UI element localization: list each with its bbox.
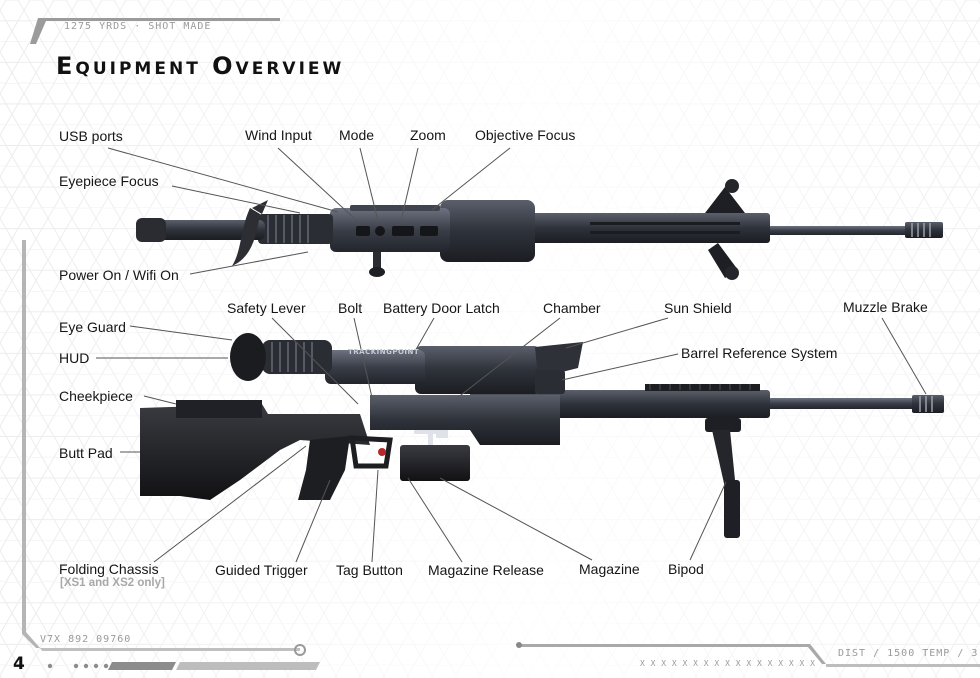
label-sun-shield: Sun Shield (664, 300, 732, 316)
header-tag: 1275 YRDS · SHOT MADE (64, 21, 212, 32)
label-eyepiece-focus: Eyepiece Focus (59, 173, 159, 189)
scope-rifle-drawing (136, 179, 943, 280)
scope-brand: TRACKINGPOINT (348, 348, 420, 356)
footer-serial: V7X 892 09760 (40, 634, 132, 645)
page-title: Equipment Overview (56, 52, 345, 80)
full-rifle-drawing (140, 333, 944, 538)
page-number: 4 (13, 654, 25, 674)
label-hud: HUD (59, 350, 90, 366)
label-battery-door-latch: Battery Door Latch (383, 300, 500, 316)
label-bolt: Bolt (338, 300, 363, 316)
leader-lines (96, 147, 927, 563)
label-magazine-release: Magazine Release (428, 562, 544, 578)
label-cheekpiece: Cheekpiece (59, 388, 133, 404)
label-bipod: Bipod (668, 561, 704, 577)
label-muzzle-brake: Muzzle Brake (843, 299, 928, 315)
label-folding-chassis-note: [XS1 and XS2 only] (60, 577, 165, 589)
label-guided-trigger: Guided Trigger (215, 562, 308, 578)
label-folding-chassis: Folding Chassis (59, 561, 159, 577)
label-tag-button: Tag Button (336, 562, 403, 578)
label-mode: Mode (339, 127, 375, 143)
label-safety-lever: Safety Lever (227, 300, 306, 316)
label-wind-input: Wind Input (245, 127, 312, 143)
label-eye-guard: Eye Guard (59, 319, 126, 335)
label-butt-pad: Butt Pad (59, 445, 113, 461)
label-power-on: Power On / Wifi On (59, 267, 179, 283)
label-barrel-reference-system: Barrel Reference System (681, 345, 838, 361)
label-magazine: Magazine (579, 561, 640, 577)
footer-marks: X X X X X X X X X X X X X X X X X (640, 659, 816, 668)
label-chamber: Chamber (543, 300, 601, 316)
label-usb-ports: USB ports (59, 128, 123, 144)
label-zoom: Zoom (410, 127, 446, 143)
label-objective-focus: Objective Focus (475, 127, 576, 143)
footer-readout: DIST / 1500 TEMP / 3 (838, 648, 979, 659)
